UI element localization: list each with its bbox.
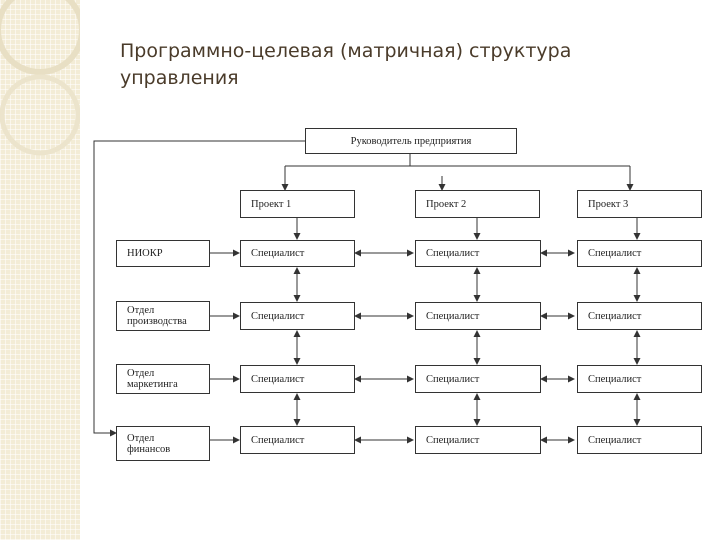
specialist-box: Специалист xyxy=(577,302,702,330)
specialist-box: Специалист xyxy=(415,365,541,393)
department-box-marketing: Отдел маркетинга xyxy=(116,364,210,394)
department-label-line-2: маркетинга xyxy=(127,379,178,390)
project-2-label: Проект 2 xyxy=(426,198,467,210)
specialist-label: Специалист xyxy=(251,373,305,385)
project-1-label: Проект 1 xyxy=(251,198,292,210)
specialist-box: Специалист xyxy=(240,426,355,454)
specialist-box: Специалист xyxy=(415,426,541,454)
project-2-box: Проект 2 xyxy=(415,190,540,218)
specialist-box: Специалист xyxy=(240,240,355,267)
slide-title-line-2: управления xyxy=(120,67,239,89)
specialist-box: Специалист xyxy=(577,365,702,393)
specialist-label: Специалист xyxy=(251,248,305,259)
specialist-box: Специалист xyxy=(577,426,702,454)
department-label-line-2: производства xyxy=(127,316,187,327)
specialist-label: Специалист xyxy=(426,434,480,446)
head-box: Руководитель предприятия xyxy=(305,128,517,154)
slide-title-line-1: Программно-целевая (матричная) структура xyxy=(120,40,572,62)
department-label-line-2: финансов xyxy=(127,443,171,455)
department-label-line-1: Отдел xyxy=(127,432,155,444)
specialist-box: Специалист xyxy=(240,365,355,393)
specialist-label: Специалист xyxy=(588,310,642,322)
project-3-label: Проект 3 xyxy=(588,198,629,210)
department-box-production: Отдел производства xyxy=(116,301,210,331)
department-label-line-1: Отдел xyxy=(127,368,155,379)
head-label: Руководитель предприятия xyxy=(350,135,472,147)
specialist-label: Специалист xyxy=(251,310,305,322)
project-3-box: Проект 3 xyxy=(577,190,702,218)
project-1-box: Проект 1 xyxy=(240,190,355,218)
slide-title: Программно-целевая (матричная) структура… xyxy=(120,38,640,92)
specialist-label: Специалист xyxy=(588,434,642,446)
specialist-box: Специалист xyxy=(577,240,702,267)
department-box-finance: Отдел финансов xyxy=(116,426,210,461)
specialist-label: Специалист xyxy=(251,434,305,446)
decorative-circles xyxy=(0,0,80,156)
specialist-label: Специалист xyxy=(426,248,480,259)
specialist-box: Специалист xyxy=(415,302,541,330)
specialist-label: Специалист xyxy=(426,373,480,385)
department-box-niokr: НИОКР xyxy=(116,240,210,267)
head-to-departments-line xyxy=(93,140,305,437)
specialist-label: Специалист xyxy=(588,373,642,385)
specialist-label: Специалист xyxy=(588,248,642,259)
department-label-line-1: Отдел xyxy=(127,305,155,316)
specialist-box: Специалист xyxy=(415,240,541,267)
specialist-box: Специалист xyxy=(240,302,355,330)
specialist-label: Специалист xyxy=(426,310,480,322)
department-label: НИОКР xyxy=(127,248,163,259)
